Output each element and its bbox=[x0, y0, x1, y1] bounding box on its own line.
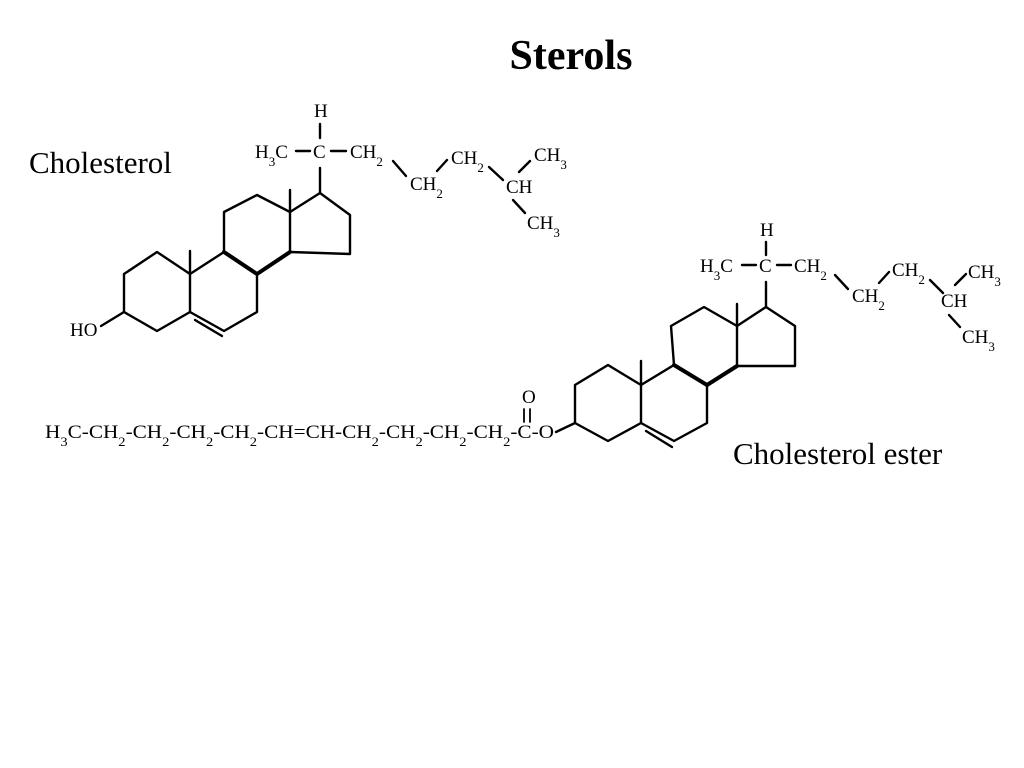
cholesterol-ester-label: Cholesterol ester bbox=[733, 436, 943, 471]
side-chain-ch: CH bbox=[506, 177, 533, 198]
ester-side-chain-ch2-c: CH2 bbox=[892, 260, 925, 287]
ester-steroid-rings bbox=[554, 280, 797, 449]
side-chain-ch2-a: CH2 bbox=[350, 142, 383, 169]
ester-side-chain-h: H bbox=[760, 220, 774, 241]
ester-side-chain-ch2-b: CH2 bbox=[852, 286, 885, 313]
side-chain-h: H bbox=[314, 101, 328, 122]
cholesterol-ester-molecule: H H3C C CH2 CH2 CH2 CH CH3 CH3 O bbox=[45, 220, 1001, 449]
cholesterol-side-chain: H H3C C CH2 CH2 CH2 CH CH3 CH3 bbox=[255, 101, 567, 240]
ester-side-chain-ch2-a: CH2 bbox=[794, 256, 827, 283]
ester-side-chain-h3c: H3C bbox=[700, 256, 733, 283]
side-chain-ch2-c: CH2 bbox=[451, 148, 484, 175]
side-chain-c: C bbox=[313, 142, 326, 163]
ester-side-chain-c: C bbox=[759, 256, 772, 277]
cholesterol-hydroxyl: HO bbox=[70, 320, 97, 341]
cholesterol-steroid-rings bbox=[99, 166, 352, 338]
side-chain-ch2-b: CH2 bbox=[410, 174, 443, 201]
side-chain-ch3-a: CH3 bbox=[534, 145, 567, 172]
slide-title: Sterols bbox=[509, 33, 633, 79]
ester-side-chain-ch3-a: CH3 bbox=[968, 262, 1001, 289]
ester-side-chain: H H3C C CH2 CH2 CH2 CH CH3 CH3 bbox=[700, 220, 1001, 354]
carbonyl-oxygen: O bbox=[522, 387, 536, 408]
cholesterol-label: Cholesterol bbox=[29, 145, 172, 180]
ester-side-chain-ch: CH bbox=[941, 291, 968, 312]
side-chain-h3c: H3C bbox=[255, 142, 288, 169]
side-chain-ch3-b: CH3 bbox=[527, 213, 560, 240]
cholesterol-molecule: HO H H3C C CH2 CH2 CH2 CH CH3 CH3 bbox=[70, 101, 567, 341]
ester-side-chain-ch3-b: CH3 bbox=[962, 327, 995, 354]
